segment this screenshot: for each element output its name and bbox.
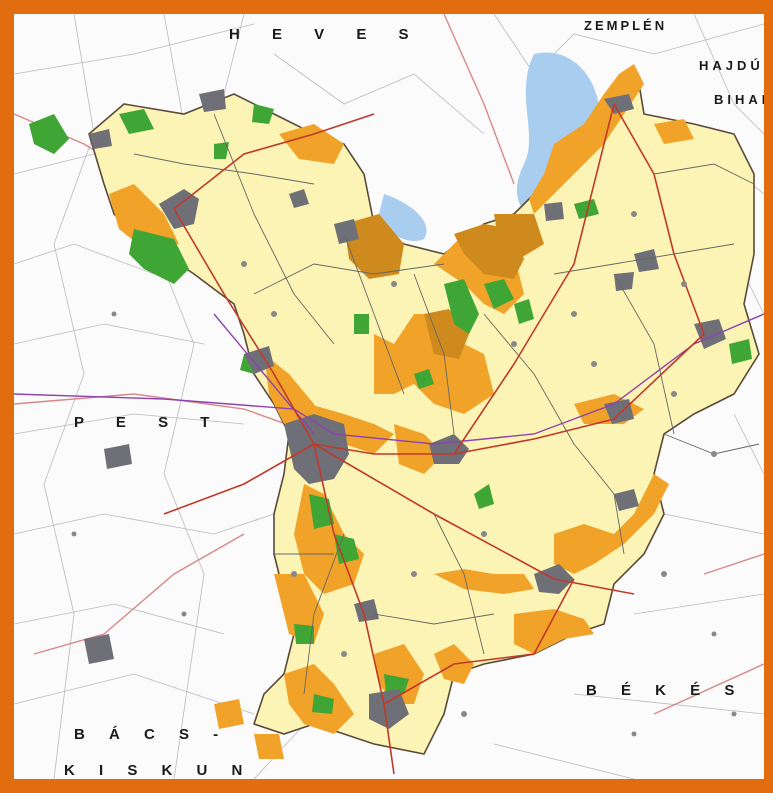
secondary-roads [133, 113, 760, 695]
label-zemplen: ZEMPLÉN [584, 18, 668, 33]
town-8 [614, 272, 634, 291]
main-roads [163, 103, 705, 775]
town-9 [544, 202, 564, 221]
label-hajdu: HAJDÚ [699, 58, 764, 73]
label-bacs: B Á C S - [74, 726, 229, 743]
city-tiszafured [604, 94, 634, 114]
label-kiskun: K I S K U N [64, 762, 253, 779]
city-jaszbereny [159, 189, 199, 229]
label-heves: H E V E S [229, 26, 423, 43]
map-canvas[interactable] [14, 14, 764, 779]
city-turkeve [614, 489, 639, 511]
label-bihar: BIHAR [714, 92, 773, 107]
town-3 [244, 346, 274, 374]
urban-areas [84, 89, 726, 729]
town-outside-1 [84, 634, 114, 664]
town-5 [199, 89, 226, 112]
town-2 [289, 189, 309, 208]
town-outside-2 [104, 444, 132, 469]
forest-areas [29, 104, 752, 714]
city-kunszentmarton [369, 689, 409, 729]
city-szolnok [284, 414, 349, 484]
town-1 [334, 219, 359, 244]
label-bekes: B É K É S [586, 682, 745, 699]
town-6 [89, 129, 112, 149]
settlement-dots [71, 211, 737, 737]
label-pest: P E S T [74, 414, 224, 431]
town-7 [634, 249, 659, 272]
